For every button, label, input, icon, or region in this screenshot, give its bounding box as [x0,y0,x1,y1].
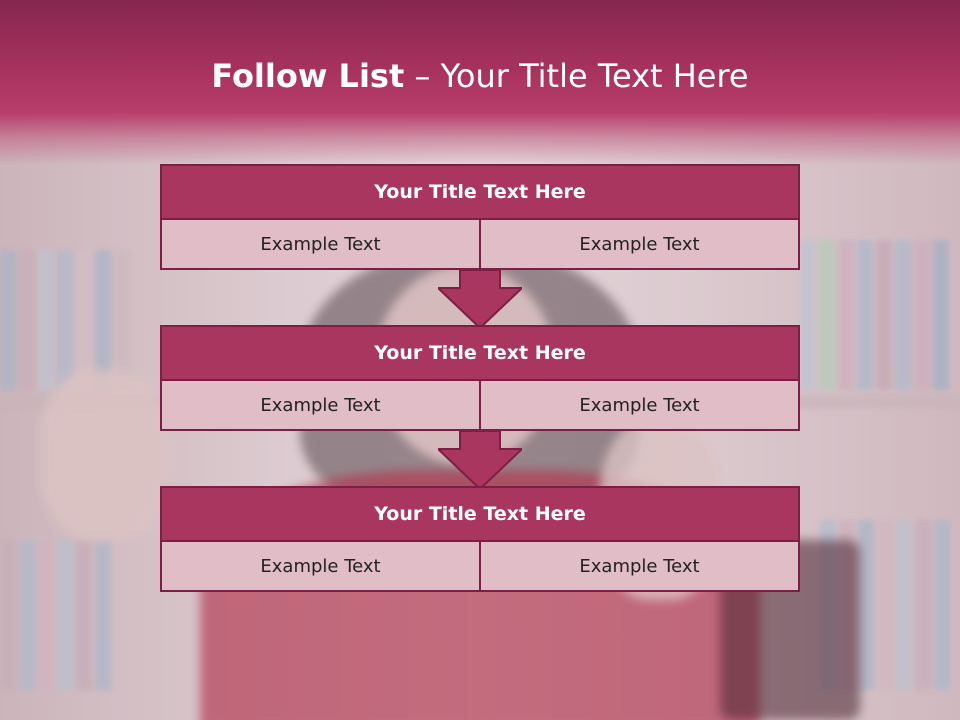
block-title: Your Title Text Here [160,486,800,542]
header-band [0,0,960,165]
bookshelf-left-bottom [0,540,114,690]
title-bold: Follow List [211,57,405,95]
block-row: Example Text Example Text [160,542,800,592]
block-cell-left: Example Text [160,220,481,270]
title-rest: – Your Title Text Here [404,57,749,95]
bookshelf-right-top [800,240,952,390]
slide-title: Follow List – Your Title Text Here [0,56,960,96]
block-row: Example Text Example Text [160,220,800,270]
block-row: Example Text Example Text [160,381,800,431]
down-arrow-icon [438,270,522,328]
down-arrow-icon [438,431,522,489]
block-cell-right: Example Text [481,542,800,592]
block-cell-left: Example Text [160,542,481,592]
block-title: Your Title Text Here [160,164,800,220]
flow-block-1: Your Title Text Here Example Text Exampl… [160,164,800,270]
block-cell-left: Example Text [160,381,481,431]
flow-block-2: Your Title Text Here Example Text Exampl… [160,325,800,431]
bookshelf-left-top [0,250,133,390]
flow-block-3: Your Title Text Here Example Text Exampl… [160,486,800,592]
block-title: Your Title Text Here [160,325,800,381]
block-cell-right: Example Text [481,381,800,431]
block-cell-right: Example Text [481,220,800,270]
person-hand-left [40,370,170,540]
